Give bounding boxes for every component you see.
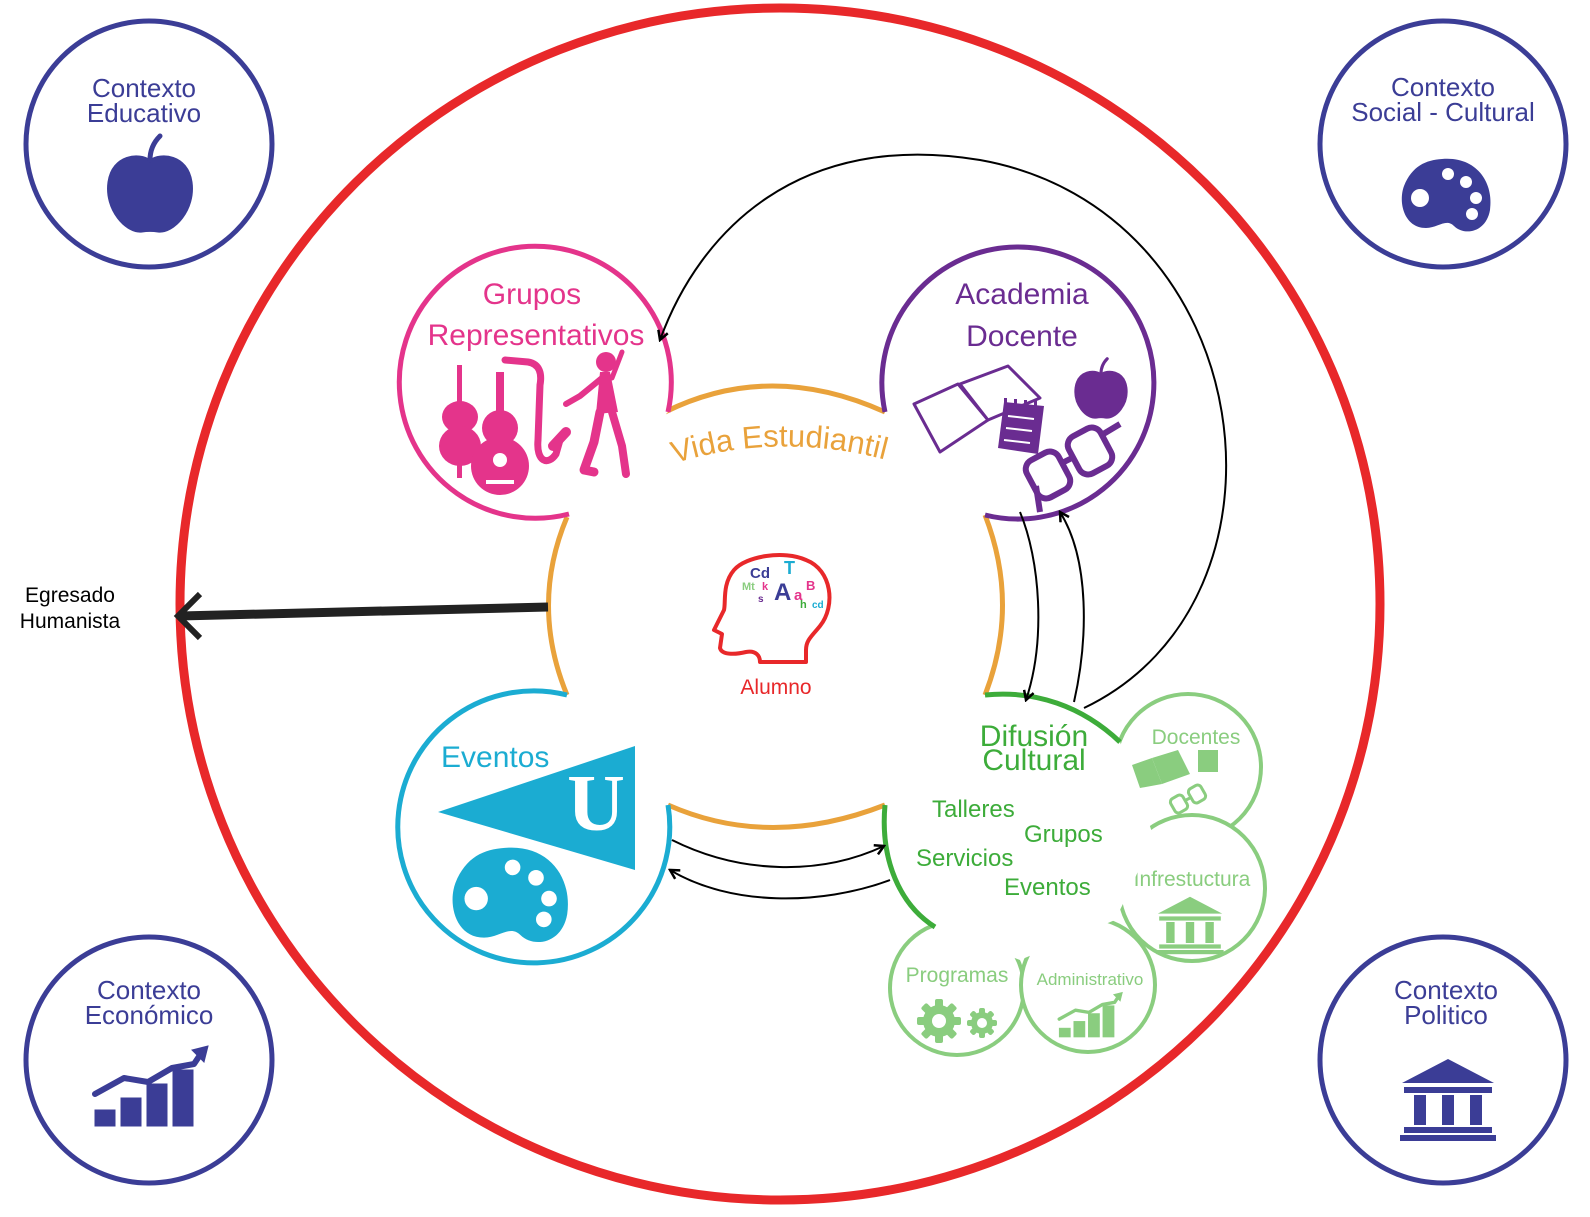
context-social-cultural: Contexto Social - Cultural <box>1317 18 1569 270</box>
arrow-academia-to-difusion <box>1019 511 1040 700</box>
context-economico: Contexto Económico <box>23 934 275 1186</box>
student-head-icon: Cd T Mt k A a B h cd s Alumno <box>712 553 832 699</box>
arrow-eventos-to-difusion <box>671 839 884 868</box>
egresado-arrowhead <box>173 591 203 641</box>
glasses-icon <box>1168 783 1208 815</box>
svg-text:B: B <box>806 578 815 593</box>
arrow-difusion-to-grupos <box>660 153 1228 709</box>
hub-eventos: Eventos U <box>395 688 673 966</box>
hub-academia-docente: Academia Docente <box>879 244 1157 522</box>
palette-icon <box>452 847 568 943</box>
context-educativo-line1: Contexto <box>92 73 196 103</box>
egresado-arrow <box>179 602 549 621</box>
pennant-letter: U <box>567 760 625 848</box>
letter-scatter: Cd T Mt k A a B h cd s <box>742 558 824 611</box>
satellite-programas-label: Programas <box>906 964 1009 987</box>
hub-academia-line2: Docente <box>966 320 1078 353</box>
book-icon <box>912 364 1042 454</box>
satellite-docentes-label: Docentes <box>1152 726 1241 749</box>
hub-difusion-cultural: Difusión Cultural Talleres Grupos Servic… <box>881 691 1152 960</box>
svg-text:s: s <box>758 594 764 605</box>
violin-icon <box>439 365 481 478</box>
palette-icon <box>1401 158 1491 232</box>
hub-grupos-representativos: Grupos Representativos <box>396 243 674 521</box>
context-politico: Contexto Politico <box>1317 934 1569 1186</box>
context-politico-line1: Contexto <box>1394 975 1498 1005</box>
svg-text:h: h <box>800 599 807 611</box>
hub-difusion-line1: Difusión <box>980 720 1088 753</box>
hub-grupos-line1: Grupos <box>483 278 581 311</box>
vida-estudiantil-connectors <box>546 383 1005 830</box>
svg-text:Mt: Mt <box>742 581 755 593</box>
svg-text:k: k <box>762 581 769 593</box>
notepad-icon <box>1198 750 1218 772</box>
flow-arrows <box>660 153 1228 900</box>
context-educativo: Contexto Educativo <box>23 18 275 270</box>
context-economico-line1: Contexto <box>97 975 201 1005</box>
egresado-humanista: Egresado Humanista <box>20 584 549 641</box>
vida-estudiantil-text: Vida Estudiantil <box>667 418 892 470</box>
difusion-item-servicios: Servicios <box>916 845 1013 872</box>
difusion-item-eventos: Eventos <box>1004 874 1091 901</box>
svg-text:T: T <box>784 558 795 578</box>
context-economico-line2: Económico <box>85 1000 214 1030</box>
context-educativo-line2: Educativo <box>87 98 201 128</box>
pennant-icon: U <box>438 746 635 870</box>
satellite-docentes: Docentes <box>1113 692 1263 842</box>
satellite-infraestructura: Infrestuctura <box>1117 813 1267 963</box>
book-icon <box>1132 750 1190 788</box>
svg-text:A: A <box>774 579 791 606</box>
saxophone-icon <box>501 356 571 465</box>
gears-icon <box>917 999 997 1043</box>
context-social-cultural-line1: Contexto <box>1391 72 1495 102</box>
dancer-icon <box>563 349 630 478</box>
difusion-item-grupos: Grupos <box>1024 821 1103 848</box>
satellite-administrativo-label: Administrativo <box>1037 970 1144 989</box>
vida-estudiantil-label: Vida Estudiantil <box>667 418 892 470</box>
hub-difusion-line2: Cultural <box>982 744 1085 777</box>
context-social-cultural-line2: Social - Cultural <box>1351 97 1535 127</box>
context-politico-line2: Politico <box>1404 1000 1488 1030</box>
arrow-difusion-to-eventos <box>670 870 891 900</box>
glasses-icon <box>1022 421 1122 513</box>
hub-eventos-title: Eventos <box>441 741 549 774</box>
alumno-label: Alumno <box>740 676 811 699</box>
hub-grupos-line2: Representativos <box>428 319 645 352</box>
satellite-programas: Programas <box>888 919 1026 1057</box>
hub-academia-line1: Academia <box>955 278 1089 311</box>
outer-ring <box>175 3 1385 1205</box>
satellite-infraestructura-label: Infrestuctura <box>1134 868 1251 891</box>
arrow-difusion-to-academia <box>1060 512 1085 703</box>
svg-text:a: a <box>794 587 803 604</box>
egresado-line1: Egresado <box>25 584 115 607</box>
egresado-line2: Humanista <box>20 610 121 633</box>
svg-text:cd: cd <box>812 600 824 611</box>
difusion-item-talleres: Talleres <box>932 796 1015 823</box>
guitar-icon <box>471 372 529 495</box>
notepad-icon <box>998 398 1044 454</box>
svg-text:Cd: Cd <box>750 565 770 582</box>
